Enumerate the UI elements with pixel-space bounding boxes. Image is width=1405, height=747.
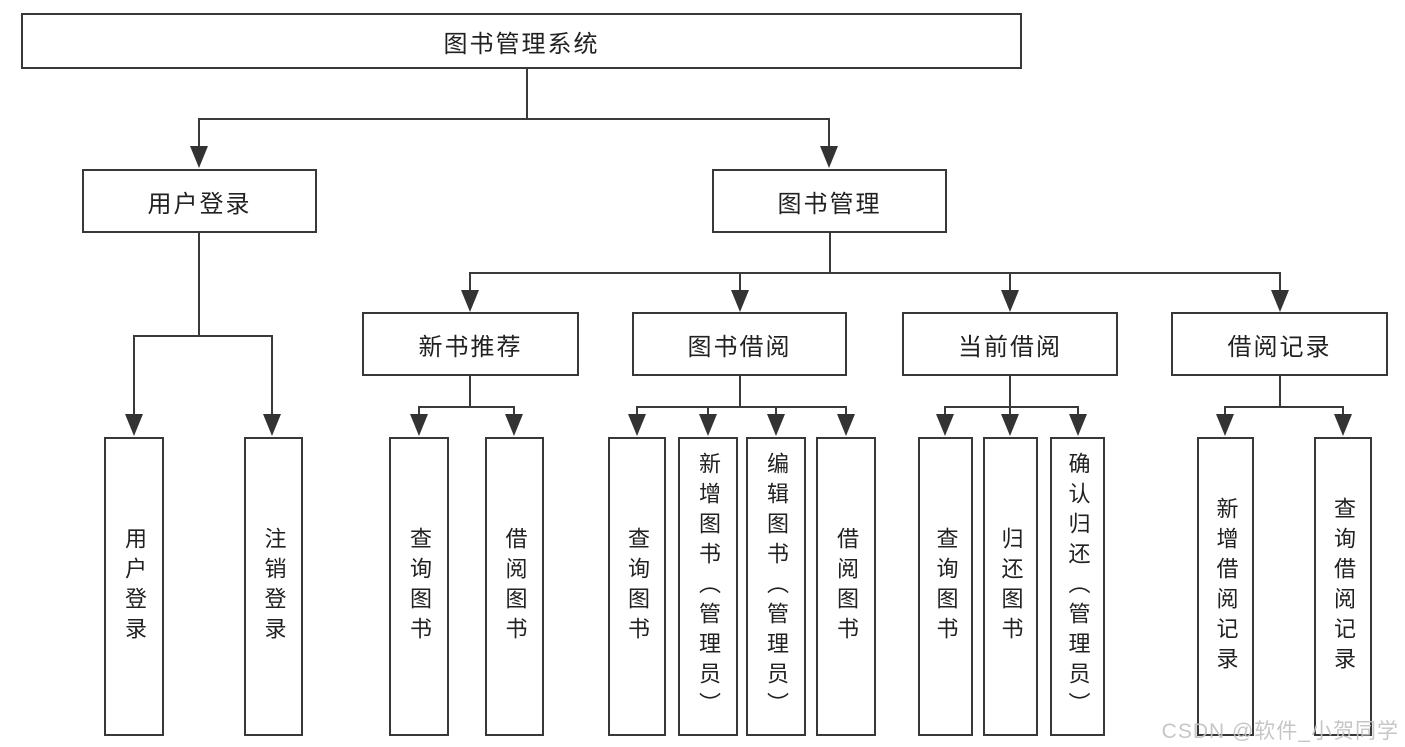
leaf-return-books: 归还图书 (983, 437, 1038, 736)
connector-book-mgmt (461, 233, 1289, 312)
leaf-query-borrow-record-label: 查询借阅记录 (1331, 496, 1356, 677)
leaf-borrow-books-label: 借阅图书 (834, 526, 859, 647)
leaf-borrow-books: 借阅图书 (816, 437, 876, 736)
leaf-add-books-admin: 新增图书（管理员） (678, 437, 738, 736)
leaf-newbook-query-books-label: 查询图书 (407, 526, 432, 647)
leaf-current-query-books-label: 查询图书 (933, 526, 959, 647)
node-book-management: 图书管理 (712, 169, 947, 233)
leaf-add-borrow-record: 新增借阅记录 (1197, 437, 1254, 736)
connector-book-borrow (628, 376, 855, 436)
leaf-logout: 注销登录 (244, 437, 303, 736)
leaf-newbook-borrow-books-label: 借阅图书 (502, 526, 528, 647)
node-book-borrow: 图书借阅 (632, 312, 847, 376)
leaf-add-borrow-record-label: 新增借阅记录 (1213, 496, 1239, 677)
node-root-system: 图书管理系统 (21, 13, 1022, 69)
leaf-newbook-query-books: 查询图书 (389, 437, 449, 736)
leaf-confirm-return-admin: 确认归还（管理员） (1050, 437, 1105, 736)
leaf-borrow-query-books: 查询图书 (608, 437, 666, 736)
connector-borrow-record (1216, 376, 1352, 436)
node-new-book-recommend: 新书推荐 (362, 312, 579, 376)
node-borrow-record: 借阅记录 (1171, 312, 1388, 376)
node-user-login: 用户登录 (82, 169, 317, 233)
leaf-edit-books-admin-label: 编辑图书（管理员） (764, 451, 789, 722)
leaf-user-login-label: 用户登录 (122, 526, 147, 647)
connector-root-to-level2 (190, 69, 838, 168)
connector-new-book (410, 376, 523, 436)
leaf-current-query-books: 查询图书 (918, 437, 973, 736)
connector-user-login (125, 233, 281, 436)
leaf-borrow-query-books-label: 查询图书 (625, 526, 650, 647)
leaf-newbook-borrow-books: 借阅图书 (485, 437, 544, 736)
leaf-confirm-return-admin-label: 确认归还（管理员） (1065, 451, 1091, 722)
leaf-edit-books-admin: 编辑图书（管理员） (746, 437, 806, 736)
csdn-watermark: CSDN @软件_小贺同学 (1161, 720, 1399, 743)
leaf-query-borrow-record: 查询借阅记录 (1314, 437, 1372, 736)
leaf-user-login: 用户登录 (104, 437, 164, 736)
leaf-return-books-label: 归还图书 (998, 526, 1024, 647)
leaf-add-books-admin-label: 新增图书（管理员） (696, 451, 721, 722)
node-current-borrow: 当前借阅 (902, 312, 1118, 376)
connector-current-borrow (936, 376, 1087, 436)
leaf-logout-label: 注销登录 (261, 526, 287, 647)
